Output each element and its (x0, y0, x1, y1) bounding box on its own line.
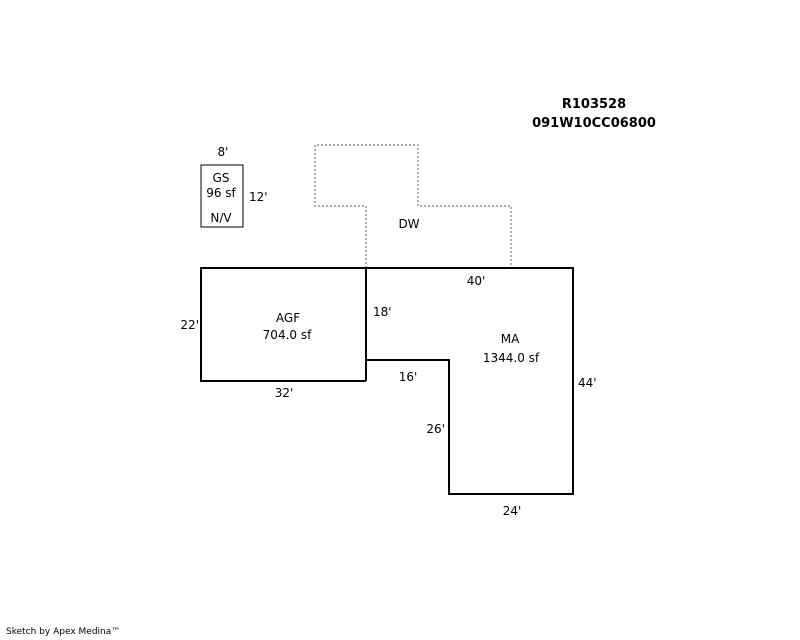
dw-code-label: DW (398, 217, 420, 231)
ma-area-label: 1344.0 sf (482, 351, 540, 365)
gs-outline (200, 164, 244, 228)
gs-depth-label: 12' (249, 190, 268, 204)
gs-note-label: N/V (210, 211, 232, 225)
agf-outline (200, 267, 366, 382)
map-number: 091W10CC06800 (532, 116, 656, 131)
sketch-credit: Sketch by Apex Medina™ (6, 627, 121, 637)
ma-bottom-label: 24' (502, 504, 522, 518)
ma-code-label: MA (500, 332, 520, 346)
agf-bottom-label: 32' (274, 386, 294, 400)
dw-outline (314, 144, 512, 268)
agf-area-label: 704.0 sf (262, 328, 312, 342)
agf-side-label: 22' (180, 318, 199, 332)
parcel-id: R103528 (561, 97, 627, 112)
ma-inner-horizontal-label: 16' (398, 370, 418, 384)
agf-code-label: AGF (275, 311, 301, 325)
ma-outline (365, 267, 574, 495)
ma-lower-vertical-label: 26' (426, 422, 445, 436)
ma-right-label: 44' (578, 376, 597, 390)
ma-inner-vertical-label: 18' (373, 305, 392, 319)
gs-area-label: 96 sf (206, 186, 236, 200)
gs-code-label: GS (212, 171, 230, 185)
gs-width-label: 8' (217, 145, 229, 159)
ma-top-label: 40' (466, 274, 486, 288)
